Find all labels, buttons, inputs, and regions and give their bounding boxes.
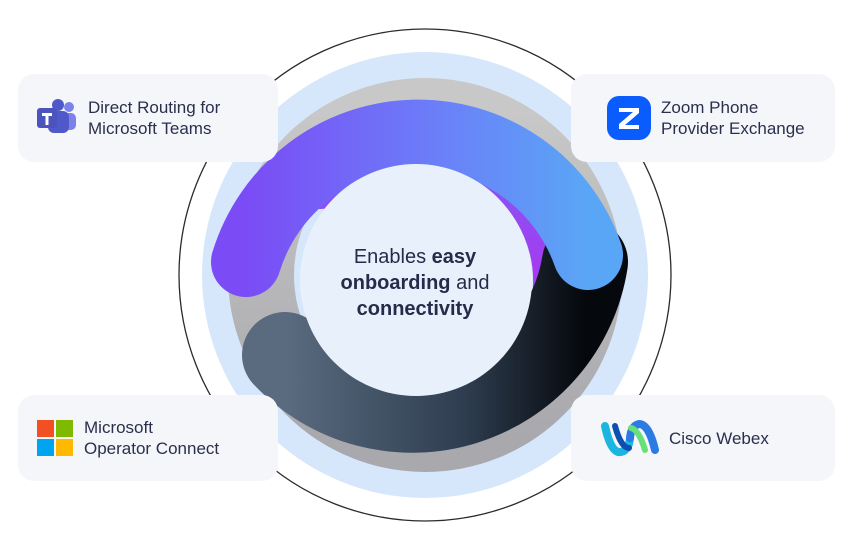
card-label-webex: Cisco Webex [669,428,769,448]
inner-disc [300,164,532,396]
card-operator-connect[interactable]: Microsoft Operator Connect [18,395,278,481]
card-cisco-webex[interactable]: Cisco Webex [571,395,835,481]
microsoft-logo-icon [37,420,73,456]
tagline-word-and: and [456,272,490,294]
tagline-word-connectivity: connectivity [356,298,474,320]
tagline-word-easy: easy [431,246,477,268]
cisco-webex-icon [601,419,659,457]
center-tagline: Enables easy onboarding and connectivity [320,244,510,322]
tagline-word-enables: Enables [353,246,427,268]
card-zoom-phone[interactable]: Zoom Phone Provider Exchange [571,74,835,162]
zoom-icon [607,96,651,140]
microsoft-teams-icon [37,99,76,133]
tagline-word-onboarding: onboarding [340,272,451,294]
gradient-top-arc [211,99,623,297]
card-direct-routing-teams[interactable]: Direct Routing for Microsoft Teams [18,74,278,162]
dark-arc [242,219,628,453]
card-label-teams: Direct Routing for Microsoft Teams [88,98,221,138]
card-label-zoom: Zoom Phone Provider Exchange [661,98,805,138]
card-label-operator-connect: Microsoft Operator Connect [84,418,220,458]
